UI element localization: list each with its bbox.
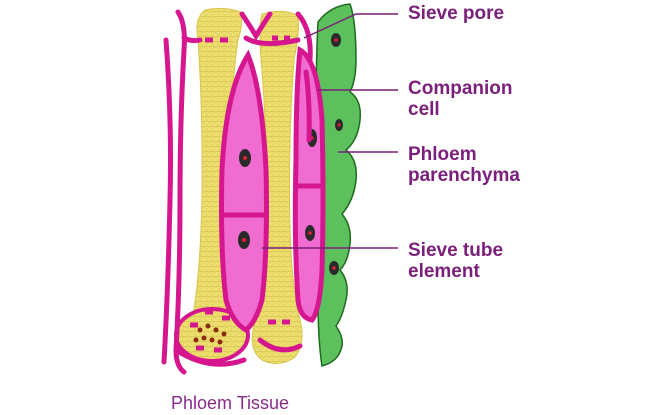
companion-nuclei [305, 129, 317, 241]
label-companion-cell: Companion cell [408, 78, 513, 120]
label-companion-cell-line2: cell [408, 99, 440, 120]
cell-walls [161, 9, 313, 375]
parenchyma-nuclei [329, 33, 343, 275]
label-sieve-tube-element-line2: element [408, 261, 480, 282]
label-phloem-parenchyma-line2: parenchyma [408, 165, 520, 186]
diagram-caption: Phloem Tissue [171, 393, 290, 413]
pointer-lines [262, 13, 398, 249]
label-sieve-tube-element: Sieve tube element [408, 240, 503, 282]
sieve-tube-nuclei [238, 149, 251, 249]
label-sieve-pore: Sieve pore [408, 3, 504, 24]
sieve-pores [190, 35, 290, 353]
label-companion-cell-line1: Companion [408, 78, 513, 99]
label-sieve-pore-text: Sieve pore [408, 3, 505, 24]
label-phloem-parenchyma: Phloem parenchyma [408, 144, 520, 186]
label-sieve-tube-element-line1: Sieve tube [408, 240, 504, 261]
sieve-plate-dots [193, 323, 227, 345]
sieve-tube-left [219, 49, 269, 334]
pointer-sieve-pore [303, 13, 398, 39]
label-phloem-parenchyma-line1: Phloem [408, 144, 477, 165]
